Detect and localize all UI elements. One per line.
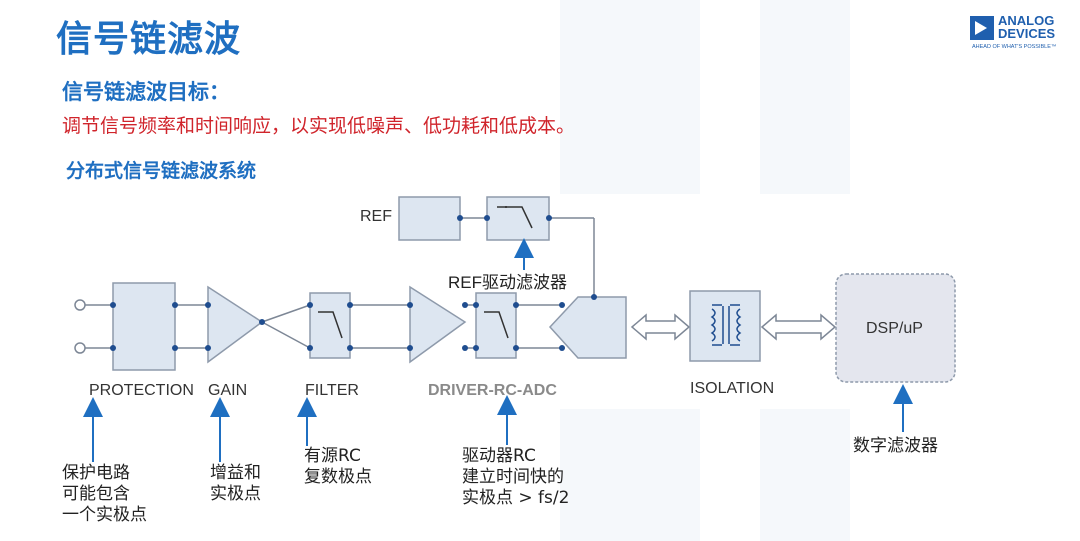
system-heading: 分布式信号链滤波系统 bbox=[66, 160, 257, 182]
ref-filter-block bbox=[486, 196, 550, 241]
analog-devices-logo: ANALOG DEVICES AHEAD OF WHAT'S POSSIBLE™ bbox=[970, 14, 1070, 54]
note-line: 复数极点 bbox=[304, 467, 372, 487]
logo-line1: ANALOG bbox=[998, 13, 1055, 28]
note-line: 可能包含 bbox=[62, 484, 130, 504]
data-link-arrow-icon bbox=[630, 313, 691, 341]
stage-label-driver-rc-adc: DRIVER-RC-ADC bbox=[428, 382, 557, 399]
gain-amplifier-icon bbox=[207, 285, 264, 364]
lowpass-response-icon bbox=[484, 311, 509, 339]
annotation-arrows bbox=[83, 238, 913, 462]
goal-text: 调节信号频率和时间响应，以实现低噪声、低功耗和低成本。 bbox=[62, 115, 576, 137]
note-driver: 驱动器RC 建立时间快的 实极点 > fs/2 bbox=[462, 446, 569, 509]
protection-block bbox=[112, 282, 176, 371]
dsp-block bbox=[835, 273, 956, 383]
note-line: 有源RC bbox=[304, 446, 361, 466]
logo-tagline: AHEAD OF WHAT'S POSSIBLE™ bbox=[972, 44, 1057, 50]
ref-driver-filter-label: REF驱动滤波器 bbox=[448, 273, 567, 292]
stage-label-isolation: ISOLATION bbox=[690, 380, 775, 397]
note-line: 数字滤波器 bbox=[853, 436, 938, 456]
dsp-label: DSP/uP bbox=[866, 320, 923, 337]
note-gain: 增益和 实极点 bbox=[210, 463, 261, 505]
page-title: 信号链滤波 bbox=[56, 19, 242, 60]
logo-line2: DEVICES bbox=[998, 26, 1056, 41]
note-dsp: 数字滤波器 bbox=[853, 436, 938, 457]
lowpass-response-icon bbox=[318, 311, 343, 339]
driver-amplifier-icon bbox=[409, 285, 467, 364]
adc-icon bbox=[548, 296, 627, 359]
filter-block bbox=[309, 292, 351, 359]
stage-label-gain: GAIN bbox=[208, 382, 248, 399]
note-line: 增益和 bbox=[210, 463, 261, 483]
note-line: 实极点 bbox=[210, 484, 261, 504]
stage-label-filter: FILTER bbox=[305, 382, 359, 399]
note-line: 保护电路 bbox=[62, 463, 130, 483]
stage-label-protection: PROTECTION bbox=[89, 382, 194, 399]
note-line: 建立时间快的 bbox=[462, 467, 564, 487]
isolation-block bbox=[689, 290, 761, 362]
transformer-icon bbox=[710, 304, 742, 346]
note-filter: 有源RC 复数极点 bbox=[304, 446, 372, 488]
goal-heading: 信号链滤波目标： bbox=[62, 80, 230, 104]
logo-wordmark: ANALOG DEVICES bbox=[998, 14, 1055, 40]
connection-nodes bbox=[110, 215, 597, 351]
input-terminal bbox=[74, 342, 86, 354]
ref-label: REF bbox=[360, 208, 392, 225]
input-terminal bbox=[74, 299, 86, 311]
note-protection: 保护电路 可能包含 一个实极点 bbox=[62, 463, 147, 526]
lowpass-response-icon bbox=[497, 206, 533, 229]
data-link-arrow-icon bbox=[760, 313, 837, 341]
ref-block bbox=[398, 196, 461, 241]
note-line: 一个实极点 bbox=[62, 505, 147, 525]
rc-block bbox=[475, 292, 517, 359]
note-line: 实极点 > fs/2 bbox=[462, 488, 570, 508]
logo-triangle-icon bbox=[970, 16, 994, 40]
note-line: 驱动器RC bbox=[462, 446, 536, 466]
